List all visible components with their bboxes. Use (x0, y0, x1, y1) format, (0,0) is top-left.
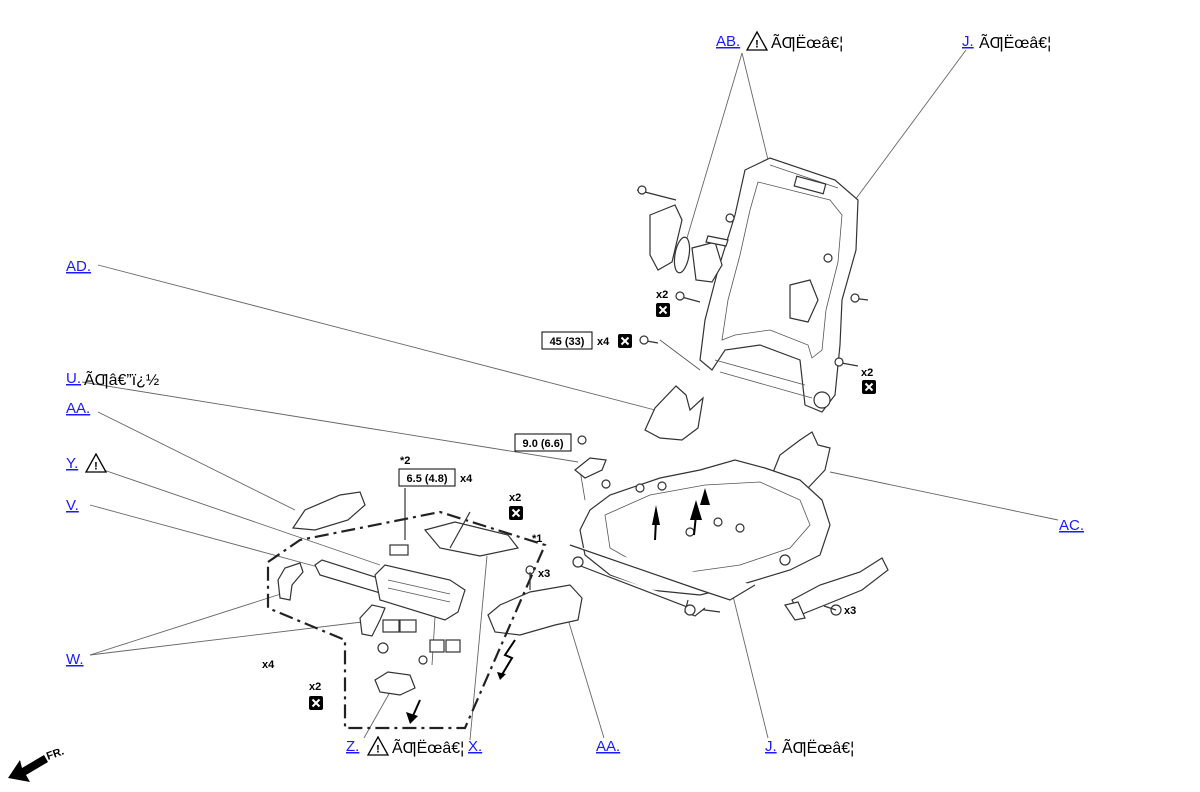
svg-text:6.5 (4.8): 6.5 (4.8) (407, 473, 448, 485)
note-star2: *2 (400, 455, 410, 467)
svg-text:9.0 (6.6): 9.0 (6.6) (523, 438, 564, 450)
left-parts (277, 491, 583, 696)
non-reusable-part-icon (618, 334, 632, 348)
callout-aa-bottom[interactable]: AA. (596, 738, 620, 755)
front-direction-label: FR. (45, 745, 66, 762)
qty-x2-backright: x2 (861, 367, 873, 379)
seatback-small-parts (636, 185, 869, 367)
qty-x2-bottomleft: x2 (309, 681, 321, 693)
svg-text:J.: J. (765, 738, 777, 755)
callout-u[interactable]: U. (66, 370, 81, 387)
svg-text:!: ! (94, 461, 98, 473)
torque-spec-9: 9.0 (6.6) (514, 433, 572, 452)
seat-cushion-frame (569, 459, 831, 617)
svg-text:AD.: AD. (66, 258, 91, 275)
leader-lines (81, 49, 1059, 741)
svg-text:W.: W. (66, 651, 84, 668)
qty-x4-clips: x4 (262, 659, 275, 671)
svg-text:AA.: AA. (66, 400, 90, 417)
non-reusable-part-icon (656, 303, 670, 317)
warning-icon: ! (366, 735, 390, 756)
callout-u-suffix: ÃƢâ€”ï¿½ (84, 369, 159, 389)
callout-y[interactable]: Y. (66, 455, 78, 472)
svg-text:AB.: AB. (716, 33, 740, 50)
svg-text:Z.: Z. (346, 738, 359, 755)
qty-x2-backleft: x2 (656, 289, 668, 301)
svg-text:U.: U. (66, 370, 81, 387)
svg-text:V.: V. (66, 497, 79, 514)
callout-j-bottom-suffix: ÃƢËœâ€¦ (782, 737, 854, 757)
qty-x4-45: x4 (597, 336, 610, 348)
callout-x[interactable]: X. (468, 738, 482, 755)
callout-v[interactable]: V. (66, 497, 79, 514)
svg-text:Y.: Y. (66, 455, 78, 472)
non-reusable-part-icon (509, 506, 523, 520)
seatback-frame (699, 157, 859, 413)
direction-arrows-lower (406, 639, 516, 724)
hinge-cover-inner (644, 385, 704, 441)
svg-text:45 (33): 45 (33) (550, 336, 585, 348)
svg-text:J.: J. (962, 33, 974, 50)
sub-assembly-boundary (266, 510, 547, 730)
qty-x2-plate: x2 (509, 492, 521, 504)
svg-text:AC.: AC. (1059, 517, 1084, 534)
torque-spec-45: 45 (33) (541, 331, 593, 350)
note-star1: *1 (532, 533, 542, 545)
callout-z-suffix: ÃƢËœâ€¦ (392, 737, 464, 757)
non-reusable-part-icon (862, 380, 876, 394)
qty-x3-cover: x3 (538, 568, 550, 580)
qty-x3-rail: x3 (844, 605, 856, 617)
callout-j-bottom[interactable]: J. (765, 738, 777, 755)
svg-text:X.: X. (468, 738, 482, 755)
callout-ab-suffix: ÃƢËœâ€¦ (771, 32, 843, 52)
qty-x4-65: x4 (460, 473, 473, 485)
svg-text:!: ! (755, 39, 759, 51)
svg-text:!: ! (376, 744, 380, 756)
callout-ad[interactable]: AD. (66, 258, 91, 275)
callout-ac[interactable]: AC. (1059, 517, 1084, 534)
warning-icon: ! (745, 30, 769, 51)
direction-arrows (652, 488, 710, 541)
seat-bracket (574, 435, 607, 479)
callout-aa-left[interactable]: AA. (66, 400, 90, 417)
callout-j-top[interactable]: J. (962, 33, 974, 50)
callout-ab[interactable]: AB. (716, 33, 740, 50)
front-arrow-icon (8, 755, 48, 782)
bolts (404, 488, 531, 590)
svg-text:AA.: AA. (596, 738, 620, 755)
callout-j-top-suffix: ÃƢËœâ€¦ (979, 32, 1051, 52)
warning-icon: ! (84, 452, 108, 473)
callout-w[interactable]: W. (66, 651, 84, 668)
seat-rail-cover (784, 557, 889, 621)
callout-z[interactable]: Z. (346, 738, 359, 755)
non-reusable-part-icon (309, 696, 323, 710)
torque-spec-65: 6.5 (4.8) (398, 468, 456, 487)
